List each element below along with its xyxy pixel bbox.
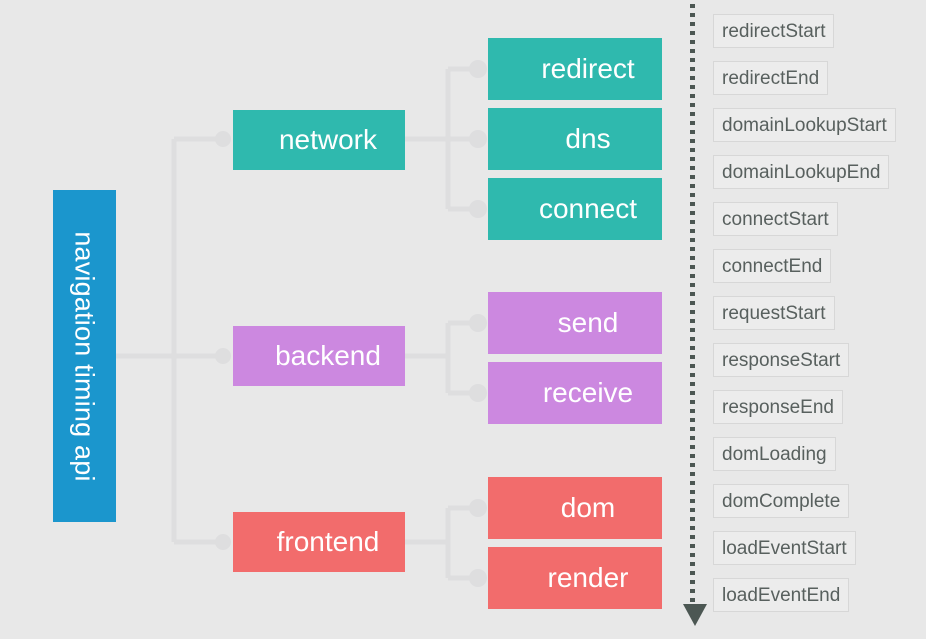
timeline-event-item[interactable]: redirectEnd <box>713 61 829 95</box>
timeline-event-label: responseStart <box>722 349 841 371</box>
node-backend[interactable]: backend <box>233 326 405 386</box>
timeline-axis <box>683 0 708 639</box>
connector-dot-send <box>469 314 487 332</box>
arrow-down-icon <box>683 604 707 626</box>
connector-dot-redirect <box>469 60 487 78</box>
node-label-dns: dns <box>565 123 611 154</box>
node-dns[interactable]: dns <box>488 108 662 170</box>
connector-dot-receive <box>469 384 487 402</box>
node-navigation-timing-api[interactable]: navigation timing api <box>53 190 116 522</box>
timeline-event-label: responseEnd <box>722 396 834 418</box>
timeline-event-label: connectStart <box>722 208 829 230</box>
timeline-event-item[interactable]: responseStart <box>713 343 850 377</box>
timeline-event-label: domComplete <box>722 490 841 512</box>
timeline-event-label: loadEventEnd <box>722 584 841 606</box>
timeline: redirectStart redirectEnd domainLookupStar… <box>683 0 926 639</box>
timeline-event-item[interactable]: domComplete <box>713 484 850 518</box>
node-label-root: navigation timing api <box>70 230 101 482</box>
timeline-event-item[interactable]: redirectStart <box>713 14 835 48</box>
node-send[interactable]: send <box>488 292 662 354</box>
timeline-event-label: domLoading <box>722 443 827 465</box>
timeline-event-item[interactable]: domainLookupEnd <box>713 155 890 189</box>
timeline-event-item[interactable]: responseEnd <box>713 390 843 424</box>
node-label-send: send <box>557 307 619 338</box>
connector-dot-frontend <box>215 534 231 550</box>
node-connect[interactable]: connect <box>488 178 662 240</box>
node-label-connect: connect <box>538 193 638 224</box>
connector-dot-network <box>215 131 231 147</box>
timeline-event-item[interactable]: domainLookupStart <box>713 108 896 142</box>
timeline-event-item[interactable]: loadEventStart <box>713 531 856 565</box>
connector-dot-backend <box>215 348 231 364</box>
timeline-event-item[interactable]: loadEventEnd <box>713 578 850 612</box>
timeline-event-label: domainLookupEnd <box>722 161 881 183</box>
timeline-event-label: connectEnd <box>722 255 823 277</box>
connector-dot-render <box>469 569 487 587</box>
connector-dot-dns <box>469 130 487 148</box>
timeline-event-label: loadEventStart <box>722 537 847 559</box>
timeline-event-label: redirectEnd <box>722 67 820 89</box>
node-label-dom: dom <box>560 492 616 523</box>
node-dom[interactable]: dom <box>488 477 662 539</box>
timeline-event-label: redirectStart <box>722 20 826 42</box>
dotted-line-icon <box>690 4 695 605</box>
node-render[interactable]: render <box>488 547 662 609</box>
node-label-frontend: frontend <box>276 526 380 557</box>
connector-dot-dom <box>469 499 487 517</box>
node-label-backend: backend <box>275 340 381 371</box>
timeline-event-label: domainLookupStart <box>722 114 887 136</box>
timeline-event-item[interactable]: domLoading <box>713 437 836 471</box>
node-label-redirect: redirect <box>541 53 635 84</box>
node-frontend[interactable]: frontend <box>233 512 405 572</box>
node-label-network: network <box>278 124 378 155</box>
node-network[interactable]: network <box>233 110 405 170</box>
timeline-event-item[interactable]: connectEnd <box>713 249 832 283</box>
timeline-event-item[interactable]: connectStart <box>713 202 838 236</box>
node-receive[interactable]: receive <box>488 362 662 424</box>
node-label-receive: receive <box>542 377 634 408</box>
timeline-event-label: requestStart <box>722 302 826 324</box>
timeline-event-item[interactable]: requestStart <box>713 296 835 330</box>
node-redirect[interactable]: redirect <box>488 38 662 100</box>
node-label-render: render <box>547 562 629 593</box>
connector-dot-connect <box>469 200 487 218</box>
